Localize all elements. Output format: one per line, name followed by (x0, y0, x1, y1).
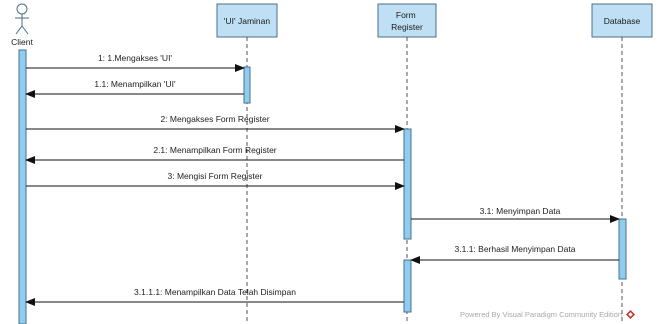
actor-label-client: Client (11, 37, 33, 47)
message-label: 3: Mengisi Form Register (168, 171, 263, 181)
participant-label-form: Form Register (391, 10, 423, 32)
message-label: 1: 1.Mengakses 'UI' (98, 53, 172, 63)
message-2: 2: Mengakses Form Register (26, 114, 405, 133)
message-2-1: 2.1: Menampilkan Form Register (25, 145, 404, 164)
message-label: 2.1: Menampilkan Form Register (153, 145, 276, 155)
activation-db (618, 218, 627, 280)
activation-client (18, 49, 27, 324)
message-label: 1.1: Menampilkan 'UI' (94, 79, 176, 89)
footer-text: Powered By Visual Paradigm Community Edi… (460, 310, 623, 319)
activation-form-2 (403, 259, 412, 313)
message-label: 2: Mengakses Form Register (160, 114, 269, 124)
actor-client: Client (11, 3, 34, 47)
message-1-1: 1.1: Menampilkan 'UI' (25, 79, 244, 98)
participant-form: Form Register (377, 3, 437, 38)
message-3-1-1-1: 3.1.1.1: Menampilkan Data Telah Disimpan (25, 287, 404, 306)
participant-ui: 'UI' Jaminan (216, 3, 278, 38)
message-label: 3.1.1.1: Menampilkan Data Telah Disimpan (134, 287, 296, 297)
message-1: 1: 1.Mengakses 'UI' (26, 53, 245, 72)
participant-box (377, 3, 437, 38)
participant-label-db: Database (604, 16, 641, 26)
message-3-1: 3.1: Menyimpan Data (411, 204, 620, 223)
participant-box (216, 3, 278, 38)
participant-label-ui: 'UI' Jaminan (224, 16, 271, 26)
message-label: 3.1: Menyimpan Data (480, 206, 561, 216)
visual-paradigm-logo-icon (626, 310, 636, 319)
message-3-1-1: 3.1.1: Berhasil Menyimpan Data (410, 244, 619, 264)
message-3: 3: Mengisi Form Register (26, 171, 405, 190)
participant-db: Database (591, 3, 653, 38)
message-label: 3.1.1: Berhasil Menyimpan Data (455, 244, 576, 254)
activation-ui (243, 66, 251, 104)
activation-form-1 (403, 128, 412, 240)
stick-figure-icon (15, 3, 29, 35)
watermark-footer: Powered By Visual Paradigm Community Edi… (460, 310, 658, 324)
